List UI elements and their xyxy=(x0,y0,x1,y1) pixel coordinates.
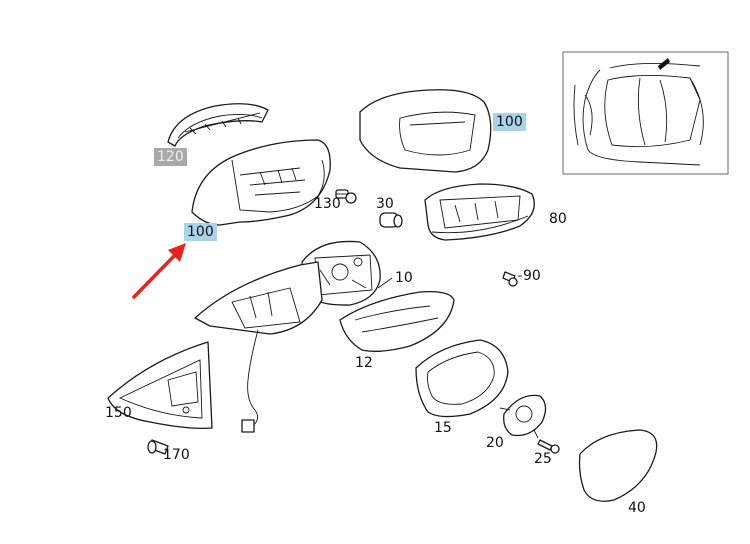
part-150-mounting-plate xyxy=(107,341,213,430)
callout-20: 20 xyxy=(486,435,504,451)
callout-12: 12 xyxy=(355,355,373,371)
red-arrow-icon xyxy=(132,243,186,299)
car-locator-inset xyxy=(562,51,729,175)
callout-150: 150 xyxy=(105,405,132,421)
part-15-mirror-frame xyxy=(415,339,509,418)
callout-100-top: 100 xyxy=(493,113,526,131)
callout-30: 30 xyxy=(376,196,394,212)
callout-130: 130 xyxy=(314,196,341,212)
leader-lines xyxy=(336,193,522,289)
part-30-bulb xyxy=(379,212,403,228)
part-120-trim-strip xyxy=(167,103,269,147)
callout-80: 80 xyxy=(549,211,567,227)
part-20-adjuster-motor xyxy=(499,394,547,439)
callout-40: 40 xyxy=(628,500,646,516)
part-40-mirror-glass xyxy=(578,429,658,502)
part-90-screw xyxy=(502,271,518,287)
part-170-bolt xyxy=(147,439,169,455)
callout-15: 15 xyxy=(434,420,452,436)
callout-10: 10 xyxy=(395,270,413,286)
part-12-bottom-housing xyxy=(339,291,455,352)
part-100-mirror-housing-left xyxy=(191,139,331,226)
callout-90: 90 xyxy=(523,268,541,284)
callout-100-left: 100 xyxy=(184,223,217,241)
part-100-mirror-cover-top xyxy=(359,89,492,173)
part-mirror-arm-with-cable xyxy=(194,261,323,433)
callout-120: 120 xyxy=(154,148,187,166)
part-80-lower-cover xyxy=(424,183,535,241)
part-25-screw xyxy=(537,439,560,454)
callout-170: 170 xyxy=(163,447,190,463)
callout-25: 25 xyxy=(534,451,552,467)
part-10-base-assembly xyxy=(301,240,381,306)
